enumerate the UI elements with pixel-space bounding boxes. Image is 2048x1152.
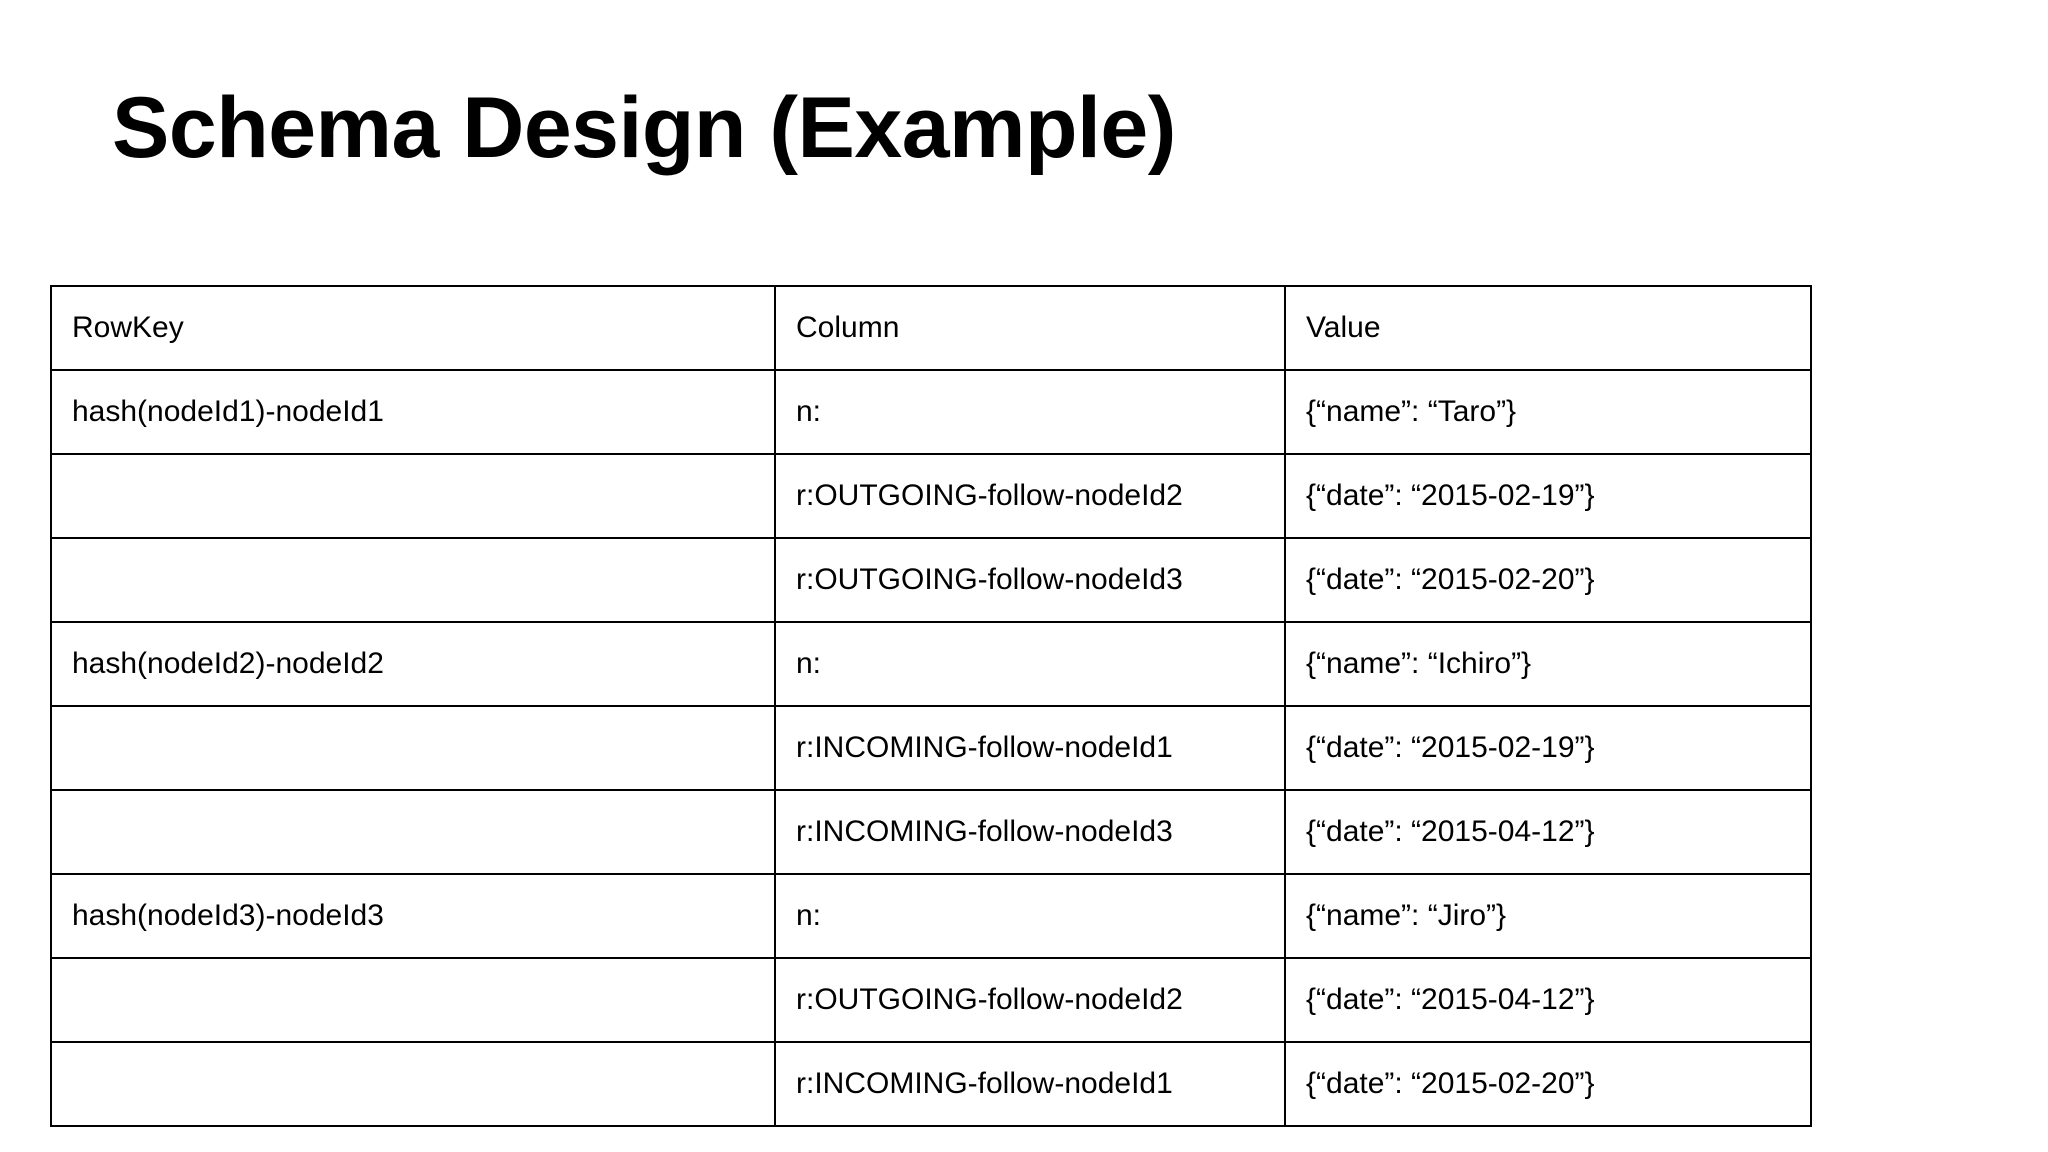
cell-rowkey (50, 453, 776, 539)
table-row: r:OUTGOING-follow-nodeId2 {“date”: “2015… (50, 453, 1812, 539)
table-row: r:OUTGOING-follow-nodeId2 {“date”: “2015… (50, 957, 1812, 1043)
table-row: hash(nodeId2)-nodeId2 n: {“name”: “Ichir… (50, 621, 1812, 707)
cell-column: r:OUTGOING-follow-nodeId2 (774, 957, 1286, 1043)
cell-value: {“name”: “Taro”} (1284, 369, 1812, 455)
cell-rowkey: hash(nodeId1)-nodeId1 (50, 369, 776, 455)
cell-value: {“date”: “2015-02-20”} (1284, 1041, 1812, 1127)
table-header: RowKey Column Value (50, 285, 1812, 371)
cell-column: r:OUTGOING-follow-nodeId3 (774, 537, 1286, 623)
cell-rowkey (50, 789, 776, 875)
cell-column: n: (774, 369, 1286, 455)
table-row: hash(nodeId1)-nodeId1 n: {“name”: “Taro”… (50, 369, 1812, 455)
cell-value: {“date”: “2015-04-12”} (1284, 957, 1812, 1043)
cell-value: {“date”: “2015-02-19”} (1284, 705, 1812, 791)
column-header-column: Column (774, 285, 1286, 371)
cell-value: {“date”: “2015-04-12”} (1284, 789, 1812, 875)
cell-value: {“date”: “2015-02-19”} (1284, 453, 1812, 539)
column-header-rowkey: RowKey (50, 285, 776, 371)
cell-column: r:OUTGOING-follow-nodeId2 (774, 453, 1286, 539)
table-body: hash(nodeId1)-nodeId1 n: {“name”: “Taro”… (50, 369, 1812, 1127)
cell-column: n: (774, 873, 1286, 959)
cell-rowkey (50, 1041, 776, 1127)
page-title: Schema Design (Example) (112, 80, 1176, 176)
cell-rowkey (50, 705, 776, 791)
cell-value: {“name”: “Jiro”} (1284, 873, 1812, 959)
table-header-row: RowKey Column Value (50, 285, 1812, 371)
table-row: r:INCOMING-follow-nodeId1 {“date”: “2015… (50, 705, 1812, 791)
cell-rowkey: hash(nodeId3)-nodeId3 (50, 873, 776, 959)
cell-column: n: (774, 621, 1286, 707)
cell-rowkey (50, 537, 776, 623)
cell-column: r:INCOMING-follow-nodeId3 (774, 789, 1286, 875)
table-row: r:INCOMING-follow-nodeId1 {“date”: “2015… (50, 1041, 1812, 1127)
cell-column: r:INCOMING-follow-nodeId1 (774, 705, 1286, 791)
cell-value: {“date”: “2015-02-20”} (1284, 537, 1812, 623)
table-row: hash(nodeId3)-nodeId3 n: {“name”: “Jiro”… (50, 873, 1812, 959)
cell-column: r:INCOMING-follow-nodeId1 (774, 1041, 1286, 1127)
table-row: r:INCOMING-follow-nodeId3 {“date”: “2015… (50, 789, 1812, 875)
cell-rowkey (50, 957, 776, 1043)
schema-table: RowKey Column Value hash(nodeId1)-nodeId… (50, 285, 1812, 1127)
cell-rowkey: hash(nodeId2)-nodeId2 (50, 621, 776, 707)
cell-value: {“name”: “Ichiro”} (1284, 621, 1812, 707)
column-header-value: Value (1284, 285, 1812, 371)
table-row: r:OUTGOING-follow-nodeId3 {“date”: “2015… (50, 537, 1812, 623)
